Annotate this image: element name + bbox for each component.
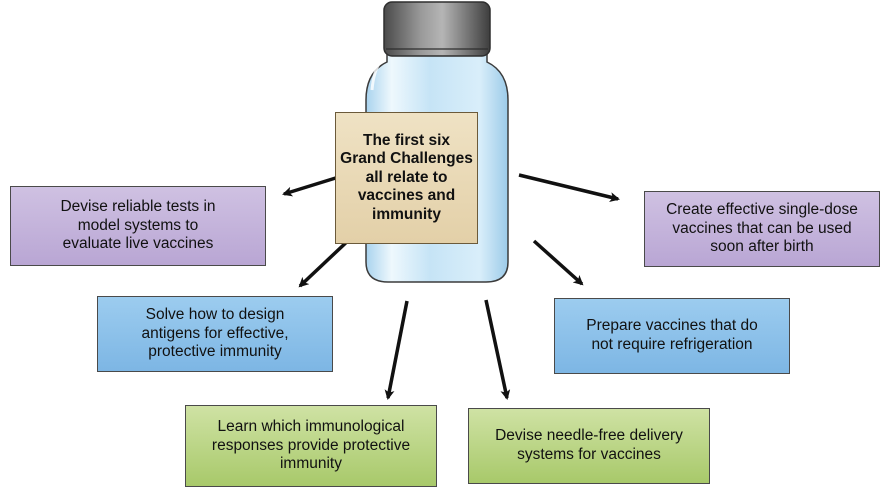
vial-label: The first six Grand Challenges all relat… <box>335 112 478 244</box>
challenge-text-needle-free: Devise needle-free delivery systems for … <box>495 427 683 463</box>
challenge-box-refrigeration: Prepare vaccines that do not require ref… <box>554 298 790 374</box>
challenge-text-antigens: Solve how to design antigens for effecti… <box>141 305 289 361</box>
challenge-text-refrigeration: Prepare vaccines that do not require ref… <box>586 317 758 353</box>
arrow-to-immunological-responses <box>384 300 409 400</box>
arrow-to-antigens <box>298 235 354 288</box>
arrow-to-single-dose <box>518 173 620 202</box>
challenge-text-live-vaccines: Devise reliable tests in model systems t… <box>60 197 216 253</box>
center-label-text: The first six Grand Challenges all relat… <box>340 131 473 223</box>
arrow-to-refrigeration <box>532 239 584 286</box>
challenge-text-immunological-responses: Learn which immunological responses prov… <box>211 417 411 473</box>
challenge-box-antigens: Solve how to design antigens for effecti… <box>97 296 333 372</box>
challenge-box-immunological-responses: Learn which immunological responses prov… <box>185 405 437 487</box>
arrow-to-needle-free <box>484 299 511 400</box>
challenge-text-single-dose: Create effective single-dose vaccines th… <box>666 200 858 256</box>
challenge-box-live-vaccines: Devise reliable tests in model systems t… <box>10 186 266 266</box>
challenge-box-needle-free: Devise needle-free delivery systems for … <box>468 408 710 484</box>
challenge-box-single-dose: Create effective single-dose vaccines th… <box>644 191 880 267</box>
